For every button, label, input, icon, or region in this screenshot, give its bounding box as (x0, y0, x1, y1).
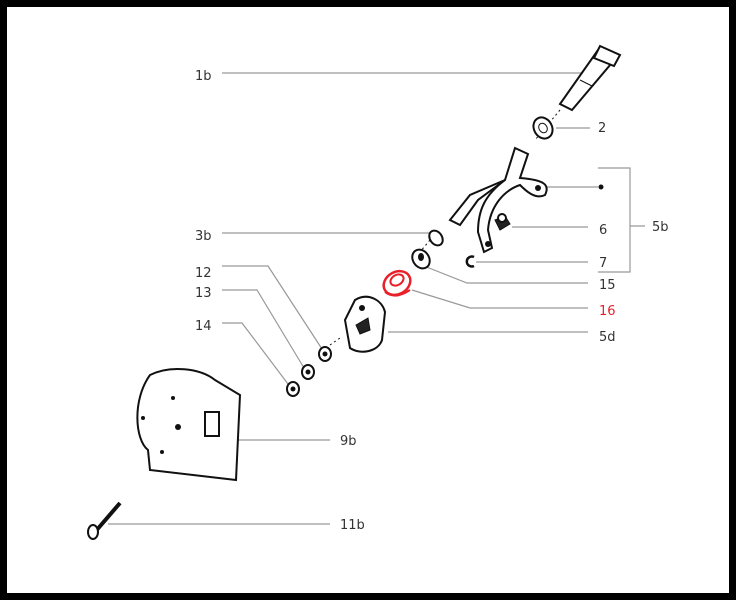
label-9b: 9b (340, 434, 357, 449)
part-15-bushing[interactable] (409, 246, 434, 272)
label-3b: 3b (195, 229, 212, 244)
label-1b: 1b (195, 69, 212, 84)
label-2: 2 (598, 121, 606, 136)
label-12: 12 (195, 266, 212, 281)
part-3b-washer[interactable] (426, 228, 445, 248)
part-7-clip[interactable] (465, 255, 475, 268)
label-15: 15 (599, 278, 616, 293)
label-14: 14 (195, 319, 212, 334)
leader-12 (222, 265, 323, 350)
exploded-parts-diagram: 1b 2 5b 6 7 3b 15 16 5d 12 13 14 9b 11b (87, 44, 669, 540)
part-2-washer[interactable] (530, 114, 557, 142)
bracket-5b (598, 167, 645, 273)
part-16-nut-highlighted[interactable] (379, 266, 414, 299)
part-9b-cover[interactable] (136, 368, 242, 482)
label-13: 13 (195, 286, 212, 301)
label-5b: 5b (652, 220, 669, 235)
part-14-nut[interactable] (286, 381, 300, 397)
label-6: 6 (599, 223, 607, 238)
diagram-canvas: 1b 2 5b 6 7 3b 15 16 5d 12 13 14 9b 11b (7, 7, 729, 593)
label-11b: 11b (340, 518, 365, 533)
label-7: 7 (599, 256, 607, 271)
label-5d: 5d (599, 330, 616, 345)
leader-14 (222, 322, 289, 385)
part-11b-bolt[interactable] (87, 501, 122, 540)
leader-15 (423, 265, 588, 284)
part-13-washer[interactable] (301, 364, 315, 380)
leader-lines (108, 72, 645, 525)
leader-13 (222, 289, 305, 369)
part-labels: 1b 2 5b 6 7 3b 15 16 5d 12 13 14 9b 11b (195, 69, 669, 533)
part-12-washer[interactable] (318, 346, 332, 362)
part-5b-fork[interactable] (448, 146, 548, 254)
label-16: 16 (599, 304, 616, 319)
part-5d-plate[interactable] (343, 295, 387, 353)
leader-16 (411, 289, 588, 309)
bullet-dot (598, 184, 604, 190)
part-6-pin[interactable] (494, 213, 511, 231)
part-1b-shaft[interactable] (558, 44, 622, 112)
